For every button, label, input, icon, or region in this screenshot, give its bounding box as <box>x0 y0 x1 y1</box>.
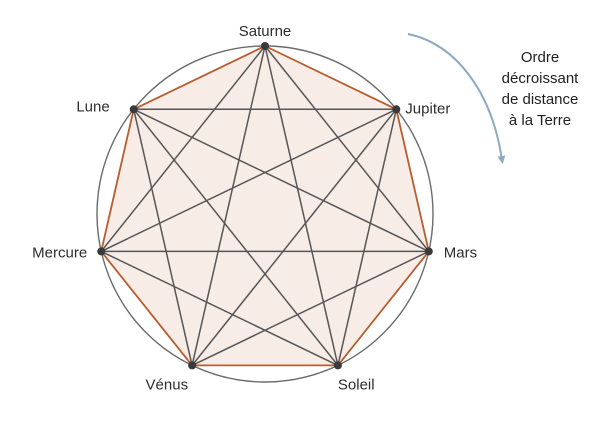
annotation-line: Ordre <box>520 49 560 66</box>
diagonal-line <box>133 108 339 366</box>
planet-label: Lune <box>76 98 109 115</box>
annotation-line: à la Terre <box>508 112 572 129</box>
diagonal-line <box>100 250 339 367</box>
diagonal-line <box>100 108 397 253</box>
planet-vertex <box>129 105 138 114</box>
annotation-line: de distance <box>501 91 579 108</box>
planet-vertex <box>97 247 106 256</box>
diagonal-line <box>100 45 266 252</box>
heptagon-outline <box>100 45 430 367</box>
diagonal-line <box>264 45 430 252</box>
planet-label: Mars <box>444 244 477 261</box>
diagonal-line <box>264 45 339 366</box>
planet-vertex <box>392 105 401 114</box>
planet-vertex <box>188 361 197 370</box>
diagonal-line <box>191 108 397 366</box>
planet-vertex <box>333 361 342 370</box>
planet-label: Jupiter <box>405 100 450 117</box>
planet-vertex <box>424 247 433 256</box>
planet-label: Soleil <box>338 376 375 393</box>
diagonal-line <box>191 250 430 367</box>
diagonal-line <box>337 109 398 366</box>
planet-vertex <box>261 42 269 50</box>
annotation-text: Ordre décroissant de distance à la Terre <box>488 47 592 131</box>
planet-label: Vénus <box>146 376 189 393</box>
diagonal-line <box>133 108 430 253</box>
decreasing-order-arrow-icon <box>407 33 506 164</box>
diagonal-line <box>191 45 266 366</box>
planet-label: Mercure <box>32 244 87 261</box>
diagonal-line <box>132 109 193 366</box>
annotation-line: décroissant <box>501 70 579 87</box>
planet-label: Saturne <box>239 23 292 40</box>
